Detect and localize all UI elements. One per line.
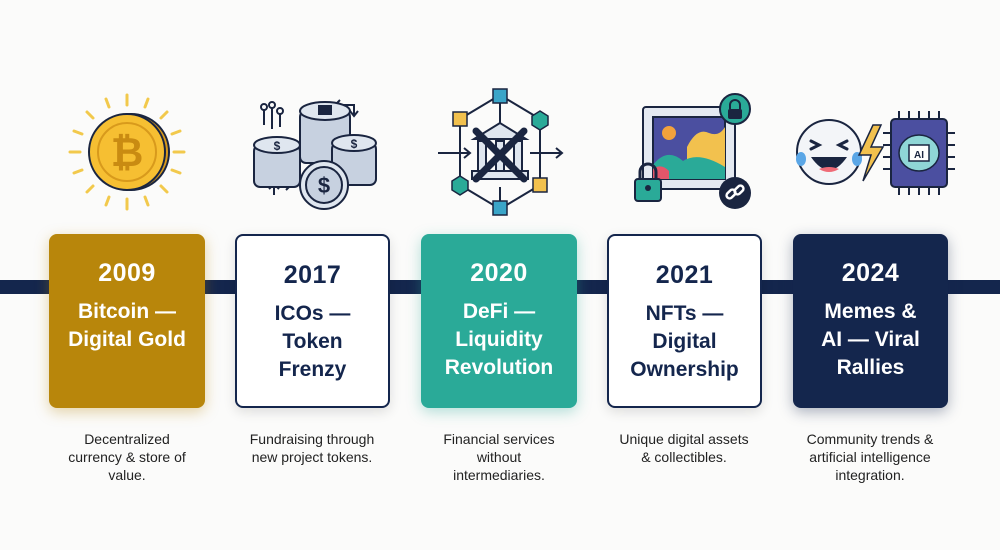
- milestone-year: 2021: [655, 261, 714, 289]
- milestone-description: Fundraising through new project tokens.: [249, 431, 375, 465]
- milestone-title: Memes & AI — Viral Rallies: [821, 300, 920, 379]
- milestone-card-2024: 2024 Memes & AI — Viral Rallies: [793, 234, 948, 408]
- milestone-card-2009: 2009 Bitcoin — Digital Gold: [49, 234, 205, 408]
- milestone-card-2017: 2017 ICOs — Token Frenzy: [235, 234, 390, 408]
- milestone-card-2020: 2020 DeFi — Liquidity Revolution: [421, 234, 577, 408]
- milestone-description: Decentralized currency & store of value.: [68, 431, 186, 483]
- milestone-year: 2017: [283, 261, 342, 289]
- milestone-year: 2009: [98, 259, 156, 287]
- milestone-description: Unique digital assets & collectibles.: [619, 431, 749, 465]
- milestone-description: Community trends & artificial intelligen…: [806, 431, 934, 483]
- svg-text:$: $: [274, 139, 281, 153]
- milestone-description: Financial services without intermediarie…: [443, 431, 555, 483]
- milestone-title: NFTs — Digital Ownership: [630, 302, 739, 381]
- milestone-title: ICOs — Token Frenzy: [274, 302, 351, 381]
- svg-text:₿: ₿: [111, 131, 144, 175]
- decentralized-bank-network-icon: [410, 82, 590, 222]
- nft-artwork-frame-icon: [604, 82, 784, 222]
- milestone-title: Bitcoin — Digital Gold: [68, 300, 186, 351]
- bitcoin-coin-icon: ₿: [37, 82, 217, 222]
- milestone-card-2021: 2021 NFTs — Digital Ownership: [607, 234, 762, 408]
- milestone-year: 2024: [841, 259, 900, 287]
- svg-text:AI: AI: [914, 150, 924, 161]
- svg-text:$: $: [318, 173, 330, 198]
- coin-stacks-icon: $ $ $: [224, 82, 404, 222]
- milestone-title: DeFi — Liquidity Revolution: [444, 300, 554, 379]
- milestone-year: 2020: [470, 259, 528, 287]
- laughing-emoji-ai-chip-icon: AI: [782, 82, 962, 222]
- svg-text:$: $: [351, 137, 358, 151]
